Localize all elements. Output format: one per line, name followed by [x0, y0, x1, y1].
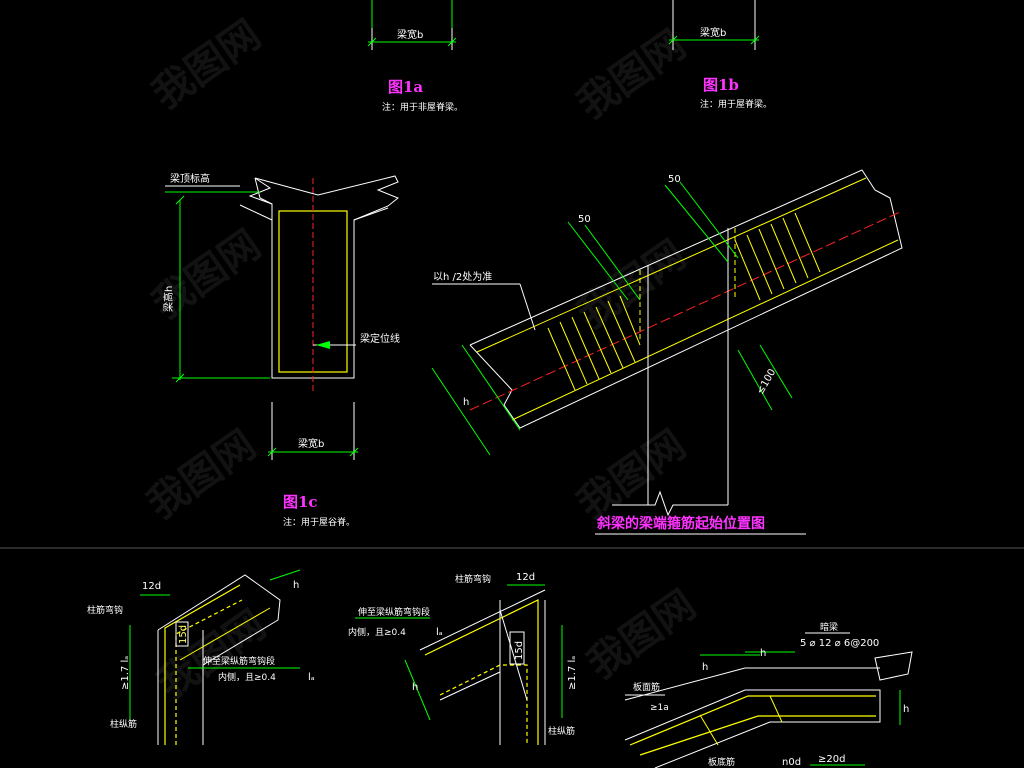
bl-top-label: 柱筋弯钩 — [87, 604, 123, 616]
fig1c-caption: 图1c — [283, 493, 318, 511]
bm-la: lₐ — [436, 627, 443, 638]
bl-la: lₐ — [308, 672, 315, 683]
fig1c-height-label: 梁高h — [162, 286, 175, 312]
fig1b-note: 注：用于屋脊梁。 — [700, 98, 772, 110]
bm-inner-label: 内侧，且≥0.4 — [348, 626, 406, 638]
br-h1: h — [702, 662, 708, 673]
bl-h: h — [293, 580, 299, 591]
bm-h: h — [412, 682, 418, 693]
fig1c-note: 注：用于屋谷脊。 — [283, 516, 355, 528]
dim-100: ≤100 — [755, 367, 778, 396]
bm-anchor-label: 伸至梁纵筋弯钩段 — [358, 606, 430, 618]
bl-height-dim: ≥1.7 lₐ — [120, 656, 131, 690]
fig1a-width-label: 梁宽b — [397, 28, 423, 41]
watermark: 我图网 — [149, 602, 274, 709]
br-d20: ≥20d — [818, 754, 845, 765]
watermark: 我图网 — [569, 422, 694, 529]
bm-bottom-label: 柱纵筋 — [548, 725, 575, 737]
watermark: 我图网 — [144, 12, 269, 119]
dim-50-left: 50 — [578, 214, 591, 225]
fig1c-locate-label: 梁定位线 — [360, 332, 400, 345]
detail-bottom-right: 暗梁 5 ⌀ 12 ⌀ 6@200 h h h 板面筋 ≥1a 板底筋 n0d … — [624, 621, 913, 768]
br-slab-label: 板面筋 — [633, 681, 660, 693]
bm-12d: 12d — [516, 572, 535, 583]
bl-15d: 15d — [178, 625, 189, 644]
figure-1b: 梁宽b 图1b 注：用于屋脊梁。 — [668, 0, 772, 110]
sloped-beam-diagram: 50 50 ≤100 h 以h /2处为准 斜梁的梁端箍筋起始位置图 — [431, 169, 903, 535]
br-h3: h — [903, 704, 909, 715]
dim-50-right: 50 — [668, 174, 681, 185]
fig1c-top-label: 梁顶标高 — [170, 172, 210, 185]
fig1b-width-label: 梁宽b — [700, 26, 726, 39]
bl-bottom-label: 柱纵筋 — [110, 718, 137, 730]
bm-15d: 15d — [514, 641, 525, 660]
bl-inner-label: 内侧，且≥0.4 — [218, 671, 276, 683]
figure-1c: 梁顶标高 梁高h 梁定位线 梁宽b 图1c 注：用于屋谷脊。 — [162, 172, 400, 528]
fig1b-caption: 图1b — [703, 76, 739, 94]
br-h2: h — [760, 648, 766, 659]
fig1a-note: 注：用于非屋脊梁。 — [382, 101, 463, 113]
bl-anchor-label: 伸至梁纵筋弯钩段 — [203, 655, 275, 667]
fig1a-caption: 图1a — [388, 78, 423, 96]
br-small-b: n0d — [782, 757, 801, 768]
reference-label: 以h /2处为准 — [433, 271, 492, 283]
watermark: 我图网 — [579, 582, 704, 689]
br-bottom-label: 板底筋 — [708, 756, 735, 768]
dim-h: h — [463, 397, 469, 408]
br-hidden-beam: 暗梁 — [820, 621, 838, 633]
sloped-beam-title: 斜梁的梁端箍筋起始位置图 — [596, 515, 765, 532]
br-rebar-spec: 5 ⌀ 12 ⌀ 6@200 — [800, 638, 879, 649]
bm-top-label: 柱筋弯钩 — [455, 573, 491, 585]
detail-bottom-middle: 15d 12d 柱筋弯钩 ≥1.7 lₐ 伸至梁纵筋弯钩段 内侧，且≥0.4 l… — [348, 572, 578, 745]
detail-bottom-left: 15d 12d 柱筋弯钩 ≥1.7 lₐ h 伸至梁纵筋弯钩段 内侧，且≥0.4… — [87, 569, 315, 745]
bl-12d: 12d — [142, 581, 161, 592]
br-small-a: ≥1a — [650, 703, 669, 713]
figure-1a: 梁宽b 图1a 注：用于非屋脊梁。 — [367, 0, 463, 113]
watermark: 我图网 — [139, 422, 264, 529]
fig1c-width-label: 梁宽b — [298, 437, 324, 450]
bm-height-dim: ≥1.7 lₐ — [567, 656, 578, 690]
